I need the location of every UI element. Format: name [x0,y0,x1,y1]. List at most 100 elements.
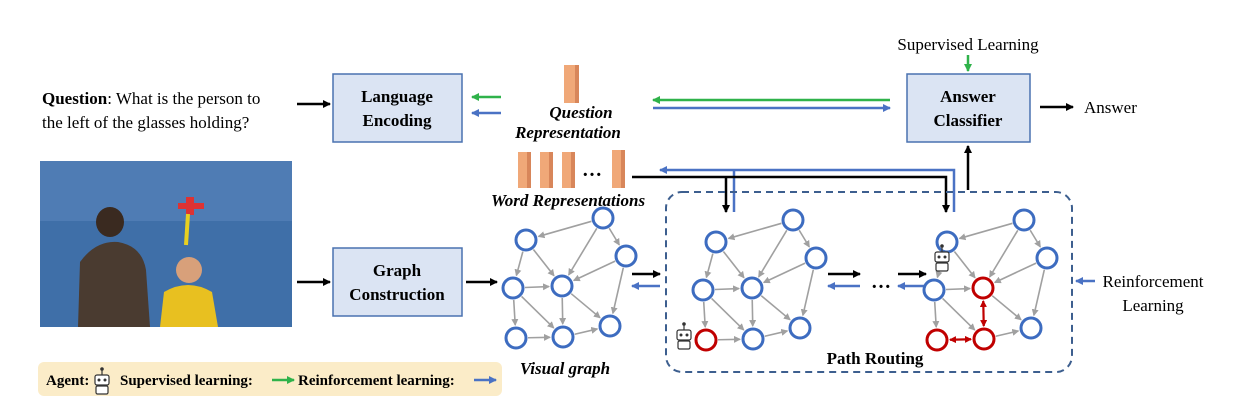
graph-edge [537,220,592,239]
word-ellipsis: … [582,159,602,181]
graph-edge [798,229,810,248]
graph-edge [932,301,940,329]
reinforcement-label-1: Reinforcement [1102,272,1203,291]
graph-1 [676,208,828,352]
agent-robot-icon [676,322,692,350]
steps-ellipsis: … [871,271,891,293]
graph-node [691,278,715,302]
graph-edge [704,253,714,279]
graph-edge [570,293,601,319]
graph-0 [501,206,638,350]
visited-node [694,328,718,352]
graph-construction-box [332,247,463,317]
question-text: Question: What is the person to [42,89,260,108]
answer-classifier-box [906,73,1031,143]
word-rep-black-arrow [632,175,950,213]
graph-edge [760,295,791,321]
visited-node [925,328,949,352]
word-representations-label: Word Representations [491,191,646,210]
robot-eye-left [937,255,941,259]
language-encoding-label-2: Encoding [363,111,432,130]
graph-edge [991,295,1022,321]
word-representation-vectors [518,150,625,188]
graph-edge [568,227,598,276]
graph-node [551,325,575,349]
robot-eye-right [685,333,689,337]
reinforcement-label-2: Learning [1122,296,1184,315]
graph-construction-label-1: Graph [373,261,422,280]
graph-edge [524,283,551,291]
input-image [40,161,292,327]
graph-construction-label-2: Construction [349,285,445,304]
graph-edge [572,260,616,282]
graph-node [501,276,525,300]
graph-edge [1029,229,1041,248]
graph-node [1019,316,1043,340]
robot-head [676,329,692,341]
graph-node [922,278,946,302]
robot-body [935,262,949,272]
visited-node [972,327,996,351]
legend-reinforcement-label: Reinforcement learning: [298,373,455,389]
graph-node [514,228,538,252]
graph-node [1012,208,1036,232]
language-encoding-box [332,73,463,143]
graph-edge [995,328,1020,338]
graph-node [550,274,574,298]
robot-eye-left [97,378,101,382]
legend-supervised-label: Supervised learning: [120,373,253,389]
graph-node [598,314,622,338]
legend-agent-icon [94,367,110,395]
graph-node [935,230,959,254]
graph-edge [714,285,741,293]
graph-edge [722,250,745,279]
graph-2 [922,208,1059,352]
path-routing-label: Path Routing [827,349,924,368]
graph-node [1035,246,1059,270]
robot-antenna-tip [682,322,686,326]
graph-edge [800,269,815,317]
robot-head [934,251,950,263]
question-representation-label-2: Representation [514,123,621,142]
robot-eye-right [943,255,947,259]
graph-edge [711,297,745,331]
answer-classifier-label-1: Answer [940,87,996,106]
visited-node [971,276,995,300]
legend-box [38,362,502,396]
question-representation-vector [564,65,579,103]
graph-edge [521,295,555,329]
graph-edge [610,267,625,315]
graph-edge [749,299,757,328]
graph-edge [727,222,782,241]
robot-antenna-tip [940,244,944,248]
agent-robot-icon [94,367,110,395]
answer-classifier-label-2: Classifier [934,111,1003,130]
robot-antenna-tip [100,367,104,371]
graph-node [781,208,805,232]
graph-edge [762,262,806,284]
graph-edge [701,301,709,329]
language-encoding-label-1: Language [361,87,433,106]
agent-robot-icon [934,244,950,272]
robot-eye-left [679,333,683,337]
visual-graph-label: Visual graph [520,359,610,378]
graph-node [614,244,638,268]
graph-edge [764,328,789,338]
graph-edge [942,297,976,331]
graph-edge [532,248,555,277]
graph-edge [559,297,567,326]
graph-edge [511,299,519,327]
graph-node [591,206,615,230]
graph-node [741,327,765,351]
graph-edge [993,262,1037,284]
graph-node [740,276,764,300]
graph-edge [958,222,1013,241]
graph-node [504,326,528,350]
robot-body [677,340,691,350]
question-representation-label-1: Question [549,103,612,122]
question-text-line2: the left of the glasses holding? [42,113,249,132]
legend-agent-label: Agent: [46,373,89,389]
graph-node [804,246,828,270]
